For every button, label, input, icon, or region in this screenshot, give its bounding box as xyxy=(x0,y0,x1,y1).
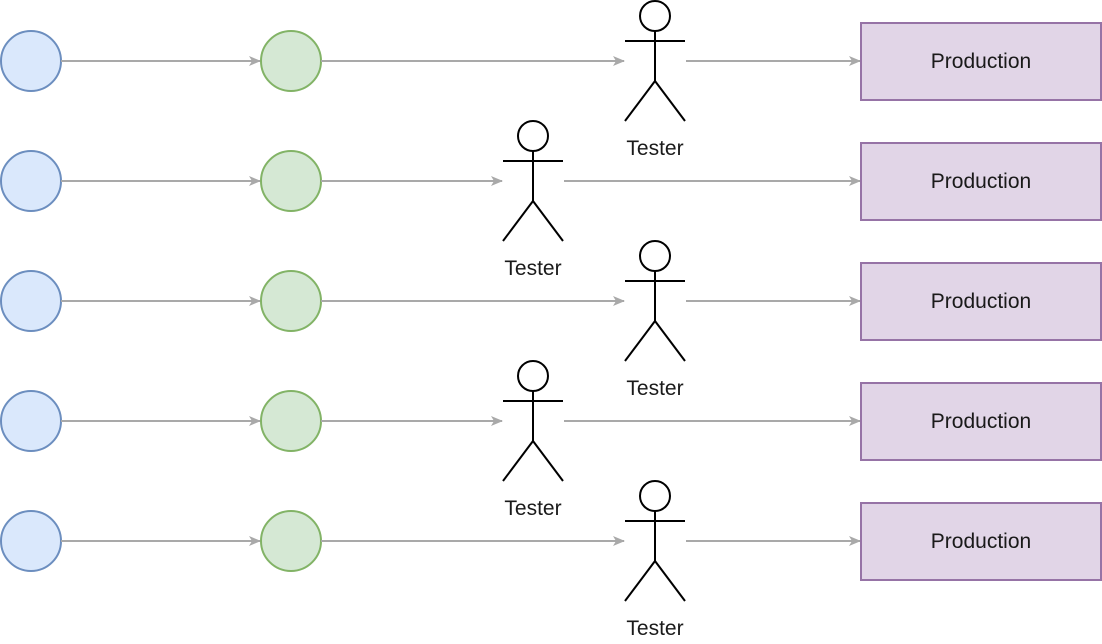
actor-right-leg xyxy=(532,440,564,482)
start-node xyxy=(0,510,62,572)
actor-right-leg xyxy=(654,80,686,122)
production-box xyxy=(860,382,1102,461)
production-box xyxy=(860,22,1102,101)
start-node xyxy=(0,270,62,332)
actor-left-leg xyxy=(502,440,534,482)
tester-label: Tester xyxy=(504,497,561,520)
actor-head xyxy=(639,240,671,272)
tester-actor-icon xyxy=(624,0,686,122)
actor-left-leg xyxy=(624,560,656,602)
tester-actor-icon xyxy=(624,480,686,602)
mid-node xyxy=(260,510,322,572)
production-label: Production xyxy=(931,410,1031,433)
production-label: Production xyxy=(931,290,1031,313)
mid-node xyxy=(260,270,322,332)
actor-head xyxy=(639,480,671,512)
actor-left-leg xyxy=(624,80,656,122)
production-box xyxy=(860,142,1102,221)
actor-right-leg xyxy=(532,200,564,242)
actor-head xyxy=(517,120,549,152)
mid-node xyxy=(260,150,322,212)
start-node xyxy=(0,30,62,92)
mid-node xyxy=(260,390,322,452)
tester-label: Tester xyxy=(626,617,683,640)
production-box xyxy=(860,262,1102,341)
tester-label: Tester xyxy=(504,257,561,280)
actor-left-leg xyxy=(624,320,656,362)
actor-right-leg xyxy=(654,560,686,602)
tester-actor-icon xyxy=(624,240,686,362)
production-label: Production xyxy=(931,530,1031,553)
actor-head xyxy=(517,360,549,392)
tester-actor-icon xyxy=(502,120,564,242)
flow-row-1: Tester Production xyxy=(0,0,1102,160)
actor-left-leg xyxy=(502,200,534,242)
tester-actor-icon xyxy=(502,360,564,482)
mid-node xyxy=(260,30,322,92)
actor-head xyxy=(639,0,671,32)
tester-label: Tester xyxy=(626,137,683,160)
start-node xyxy=(0,390,62,452)
production-label: Production xyxy=(931,170,1031,193)
tester-label: Tester xyxy=(626,377,683,400)
production-label: Production xyxy=(931,50,1031,73)
actor-right-leg xyxy=(654,320,686,362)
production-box xyxy=(860,502,1102,581)
start-node xyxy=(0,150,62,212)
